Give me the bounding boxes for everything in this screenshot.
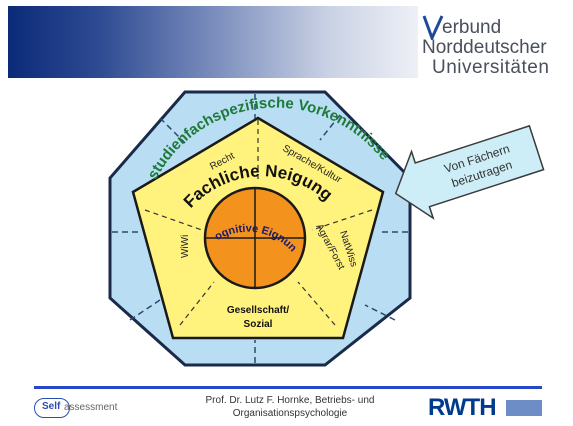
rwth-logo: RWTH (428, 394, 548, 421)
pentagon-dividers (144, 120, 373, 326)
brand-line1: erbund (442, 17, 502, 38)
header-banner (8, 6, 418, 78)
footer-divider (34, 386, 542, 389)
rwth-text: RWTH (428, 394, 497, 421)
segment-gesellschaft-line1: Gesellschaft/ (227, 305, 289, 316)
selfassessment-badge (34, 398, 70, 418)
footer-author: Prof. Dr. Lutz F. Hornke, Betriebs- und … (180, 394, 400, 420)
segment-wiwi: WiWi (180, 235, 191, 258)
selfassessment-bold: Self (42, 401, 61, 412)
segment-gesellschaft-line2: Sozial (244, 319, 273, 330)
selfassessment-rest: assessment (64, 402, 118, 413)
footer-author-line1: Prof. Dr. Lutz F. Hornke, Betriebs- und (205, 395, 375, 406)
rwth-emblem (506, 400, 542, 416)
brand-v-icon (422, 15, 444, 40)
footer-author-line2: Organisationspsychologie (232, 408, 348, 419)
selfassessment-logo: Self assessment (34, 398, 162, 418)
brand-line3: Universitäten (432, 57, 550, 78)
brand-line2: Norddeutscher (422, 37, 547, 58)
brand-logo: erbund Norddeutscher Universitäten (420, 8, 570, 80)
